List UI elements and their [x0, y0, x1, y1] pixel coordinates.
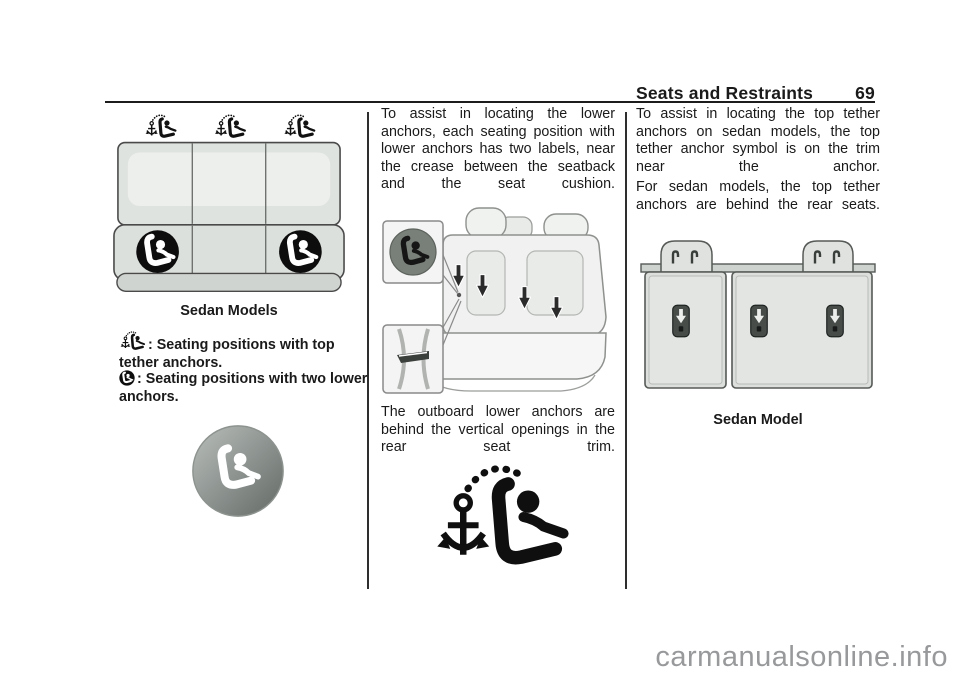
legend-lower-anchors-text: : Seating positions with two lower ancho… [119, 371, 368, 405]
column-divider-left [367, 112, 369, 589]
watermark: carmanualsonline.info [655, 641, 948, 673]
figure-caption-sedan-models: Sedan Models [180, 303, 278, 319]
middle-paragraph-2: The outboard lower anchors are behind th… [381, 404, 615, 456]
lower-anchor-location-figure [382, 207, 607, 394]
legend-lower-anchors: : Seating positions with two lower ancho… [119, 370, 369, 406]
page-header: Seats and Restraints 69 [105, 83, 875, 104]
figure-caption-sedan-model: Sedan Model [713, 412, 803, 428]
middle-paragraph-1: To assist in locating the lower anchors,… [381, 106, 615, 193]
lower-anchors-icon [119, 370, 135, 386]
sedan-rear-seat-figure [113, 113, 345, 292]
page-title: Seats and Restraints [636, 83, 814, 103]
right-paragraph-1: To assist in locating the top tether anc… [636, 106, 880, 175]
lower-anchors-icon [136, 230, 179, 273]
top-tether-anchor-icon [430, 458, 572, 576]
top-tether-anchor-icon [282, 113, 316, 138]
column-divider-right [625, 112, 627, 589]
legend-top-tether-text: : Seating positions with top tether anch… [119, 337, 335, 371]
top-tether-anchor-icon [213, 113, 247, 138]
trim-opening-callout [382, 324, 444, 394]
right-paragraph-2: For sedan models, the top tether anchors… [636, 179, 880, 213]
top-tether-anchor-icon [143, 113, 177, 138]
legend-top-tether: : Seating positions with top tether anch… [119, 330, 369, 372]
sedan-top-tether-figure [640, 240, 876, 389]
lower-anchor-label-callout [382, 220, 444, 284]
top-tether-anchor-icon [119, 330, 146, 352]
top-tether-anchor-plate-icon [672, 304, 690, 338]
lower-anchors-icon [279, 230, 322, 273]
top-tether-anchor-plate-icon [750, 304, 768, 338]
top-tether-anchor-plate-icon [826, 304, 844, 338]
page-number: 69 [855, 83, 875, 103]
header-rule [105, 101, 875, 103]
child-restraint-icon [192, 425, 284, 517]
